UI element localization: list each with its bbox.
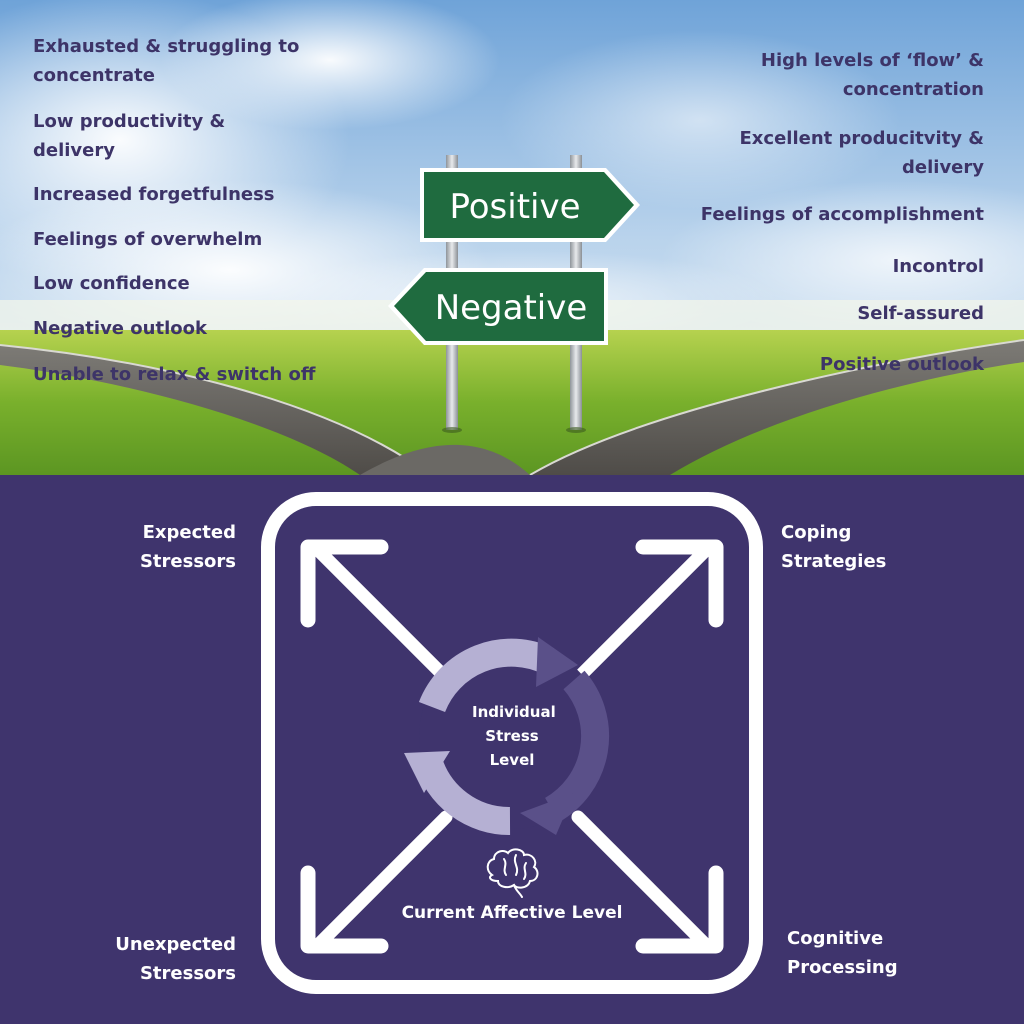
negative-effect-item: Increased forgetfulness [33,184,275,205]
arrow-head-bottom-left [300,865,389,954]
negative-effect-item: Feelings of overwhelm [33,229,263,250]
crossroads-illustration: Positive Negative [0,0,1024,475]
arrow-line-bottom-left [311,810,453,952]
negative-effect-item: Exhausted & struggling to concentrate [33,36,300,86]
label-current-affective-level: Current Affective Level [401,903,623,923]
positive-effect-item: Self-assured [857,303,984,324]
positive-effect-item: Incontrol [892,256,984,277]
positive-effect-item: Excellent producitvity & delivery [739,128,985,178]
circular-arrows-icon [404,637,610,836]
label-coping-strategies: Coping Strategies [781,522,887,572]
crossroads-scene: Positive Negative Exhausted & struggling… [0,0,1024,475]
arrow-line-top-right [571,543,713,685]
positive-effect-item: Positive outlook [819,354,984,375]
arrow-head-bottom-right [635,865,724,954]
label-individual-stress-level: Individual Stress Level [472,703,556,769]
negative-effect-item: Low confidence [33,273,190,294]
brain-icon [486,848,539,898]
negative-effect-item: Negative outlook [33,318,207,339]
negative-effect-item: Low productivity & delivery [33,111,226,161]
positive-sign-label: Positive [449,187,580,227]
label-expected-stressors: Expected Stressors [139,522,236,572]
positive-sign: Positive [420,168,640,242]
arrow-head-top-left [300,539,389,628]
stress-model-panel: Expected Stressors Coping Strategies Une… [0,475,1024,1024]
arrow-line-top-left [311,543,453,685]
positive-effect-item: High levels of ‘flow’ & concentration [760,50,984,100]
stress-model-diagram [261,492,763,994]
negative-effect-item: Unable to relax & switch off [33,364,316,385]
negative-sign: Negative [388,268,608,345]
label-cognitive-processing: Cognitive Processing [787,928,898,978]
arrow-line-bottom-right [571,810,713,952]
positive-effect-item: Feelings of accomplishment [700,204,984,225]
negative-sign-label: Negative [435,288,588,328]
label-unexpected-stressors: Unexpected Stressors [115,934,236,984]
arrow-head-top-right [635,539,724,628]
model-frame [261,492,763,994]
